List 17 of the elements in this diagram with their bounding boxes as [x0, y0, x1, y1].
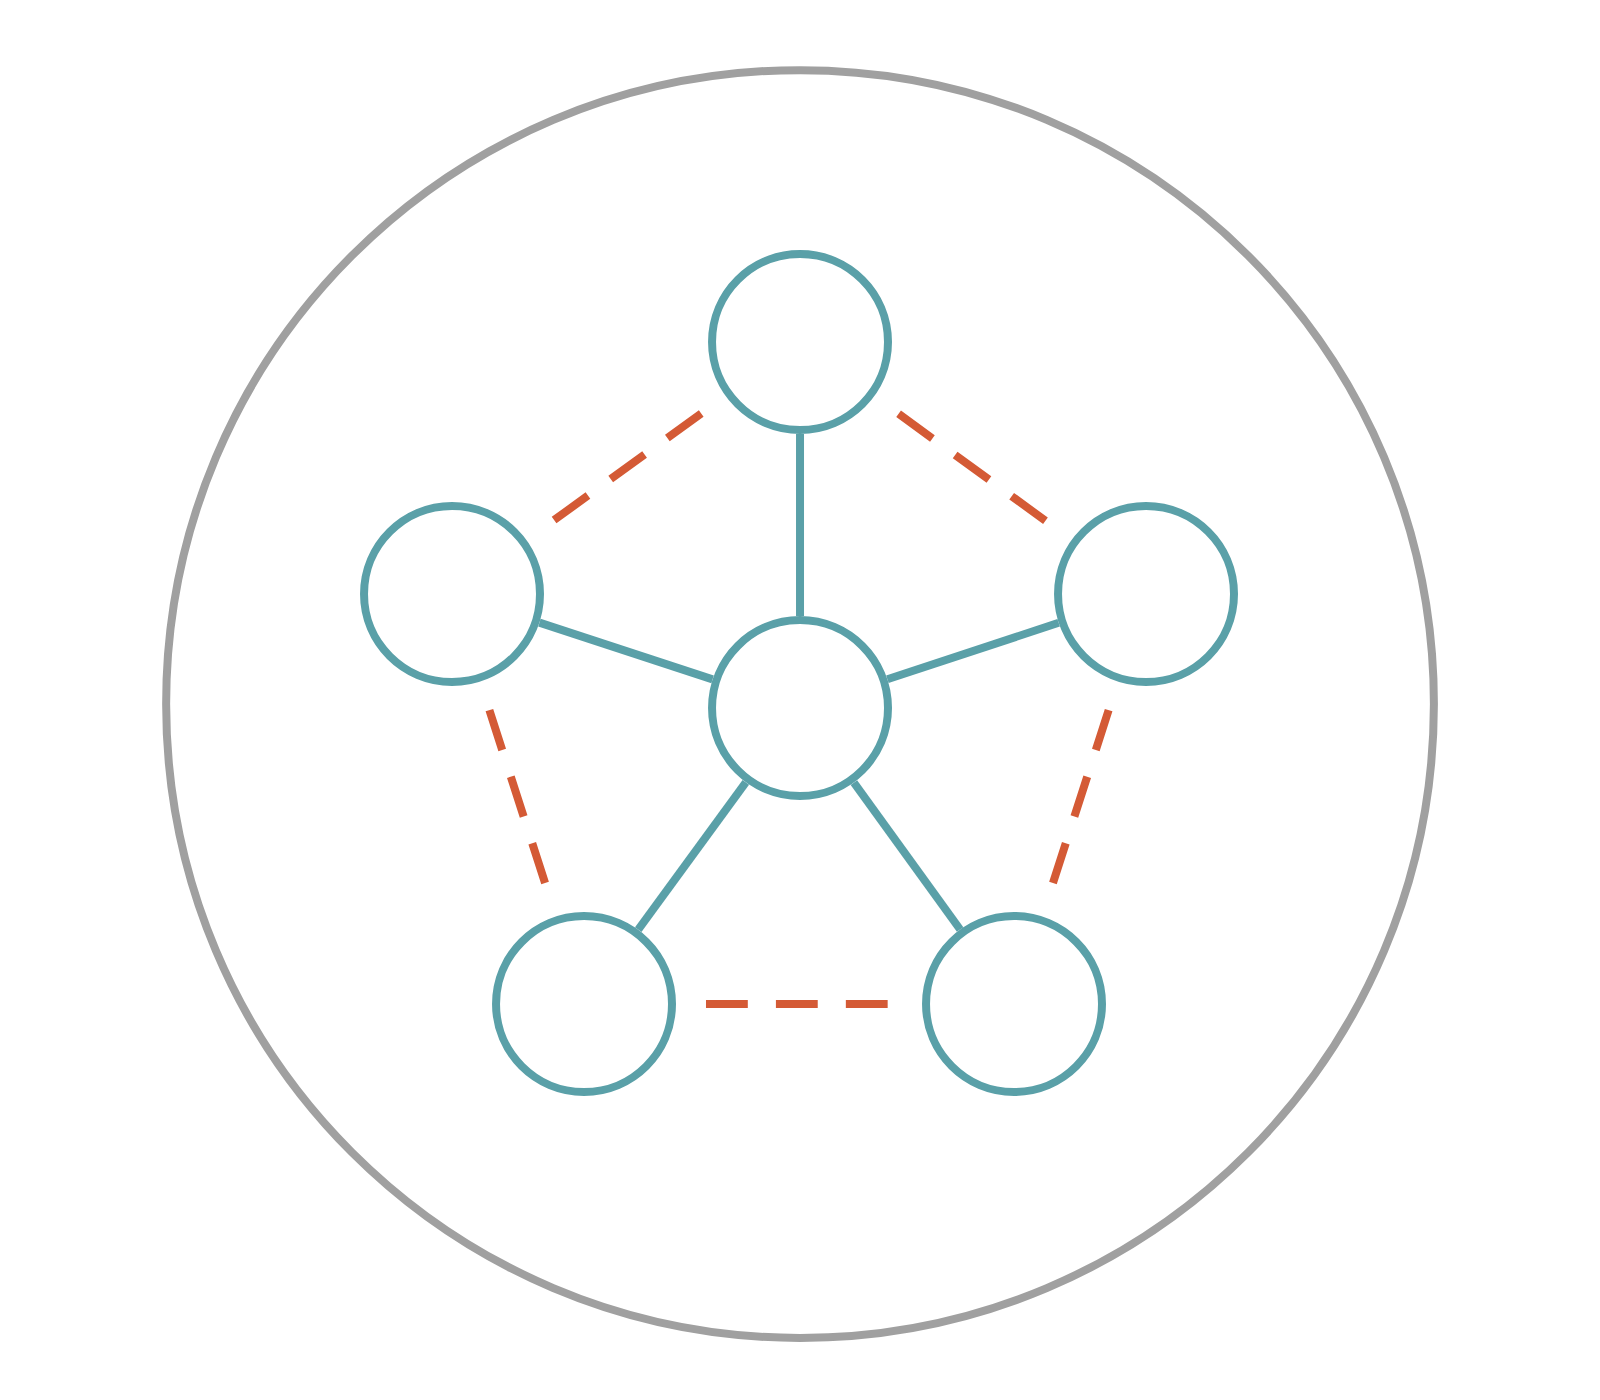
connector-line [850, 780, 964, 932]
node-circle [492, 912, 676, 1096]
dashed-connector [896, 410, 1050, 526]
node-circle [708, 250, 892, 434]
connector-line [635, 779, 750, 933]
node-circle [360, 502, 544, 686]
boundary-circle [162, 66, 1438, 1342]
connector-line [796, 434, 804, 616]
connector-line [538, 618, 714, 684]
dashed-connector [1047, 708, 1113, 890]
dashed-connector [706, 1000, 893, 1008]
node-circle [708, 616, 892, 800]
node-circle [922, 912, 1106, 1096]
dashed-connector [485, 708, 551, 890]
node-circle [1054, 502, 1238, 686]
connector-line [886, 619, 1060, 684]
dashed-connector [548, 410, 704, 526]
